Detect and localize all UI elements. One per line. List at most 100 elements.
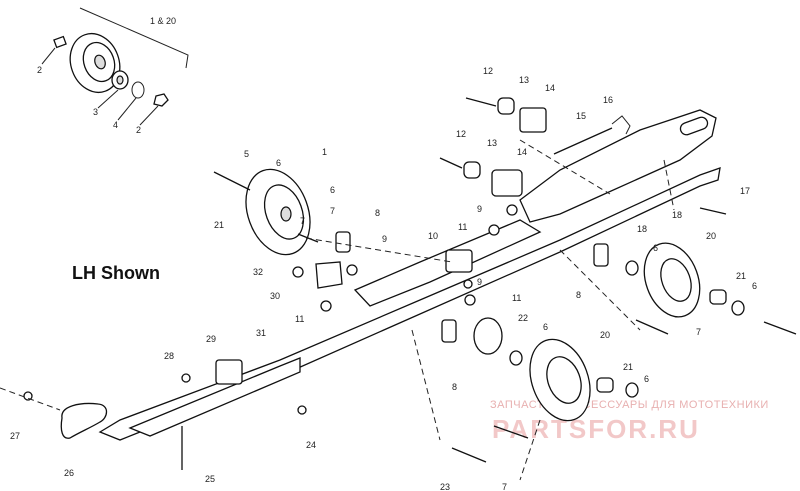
callout-9: 9 [382, 234, 387, 244]
nut-part [153, 93, 169, 107]
leader [41, 47, 56, 65]
callout-9: 9 [477, 277, 482, 287]
bolt-15 [553, 127, 613, 155]
callout-10: 10 [428, 231, 438, 241]
callout-7: 7 [330, 206, 335, 216]
callout-9: 9 [477, 204, 482, 214]
callout-21: 21 [736, 271, 746, 281]
callout-labels: 2 3 4 2 5 6 1 6 7 21 8 9 10 11 9 32 30 1… [10, 65, 757, 491]
nut-32 [292, 266, 304, 278]
nut-11-rear [464, 294, 476, 306]
callout-22: 22 [518, 313, 528, 323]
callout-21: 21 [214, 220, 224, 230]
block-14-lower [491, 169, 523, 197]
clip-28 [181, 373, 191, 383]
rail-front-section [128, 357, 301, 437]
callout-23: 23 [440, 482, 450, 491]
washer-6-mid [625, 260, 639, 276]
spacer-21-lower [596, 377, 614, 393]
callout-2: 2 [136, 125, 141, 135]
bolt-12-lower [439, 157, 463, 169]
view-title: LH Shown [72, 263, 160, 283]
nut-9-mid [463, 279, 473, 289]
nut-11-mid [488, 224, 500, 236]
slide-rail [60, 109, 721, 441]
callout-6: 6 [543, 322, 548, 332]
alignment-lines [0, 139, 675, 481]
bolt-7b [763, 321, 797, 335]
rear-wheel-upper-hub [660, 258, 692, 302]
callout-25: 25 [205, 474, 215, 484]
bolt-12-upper [465, 97, 497, 107]
wheel-assemblies [213, 168, 797, 439]
rear-wheel-lower-hub [546, 356, 582, 404]
callout-6: 6 [752, 281, 757, 291]
callout-18: 18 [672, 210, 682, 220]
nut-11-front [320, 300, 332, 312]
rear-bracket-slot [679, 116, 709, 136]
block-14-upper [519, 107, 547, 133]
callout-12: 12 [456, 129, 466, 139]
leader [139, 105, 159, 126]
callout-14: 14 [517, 147, 527, 157]
callout-32: 32 [253, 267, 263, 277]
watermark-brand: PARTSFOR.RU [492, 414, 700, 444]
callout-8: 8 [452, 382, 457, 392]
clip-16 [611, 115, 631, 135]
callout-30: 30 [270, 291, 280, 301]
bushing-13-upper [497, 97, 515, 115]
idler-wheel-1-bore [280, 206, 292, 222]
callout-6: 6 [653, 243, 658, 253]
callout-15: 15 [576, 111, 586, 121]
callout-13: 13 [519, 75, 529, 85]
callout-12: 12 [483, 66, 493, 76]
callout-7: 7 [502, 482, 507, 491]
callout-6: 6 [330, 185, 335, 195]
wheel-detail-group: 1 & 20 [41, 7, 189, 126]
callout-29: 29 [206, 334, 216, 344]
callout-3: 3 [93, 107, 98, 117]
group-bracket [79, 7, 189, 69]
callout-21: 21 [623, 362, 633, 372]
group-label: 1 & 20 [150, 16, 176, 26]
callout-11: 11 [458, 222, 467, 232]
callout-1: 1 [322, 147, 327, 157]
axle-8-upper [593, 243, 609, 267]
callout-8: 8 [375, 208, 380, 218]
callout-26: 26 [64, 468, 74, 478]
axle-8-front [335, 231, 351, 253]
callout-5: 5 [244, 149, 249, 159]
callout-24: 24 [306, 440, 316, 450]
snap-ring-part [131, 81, 145, 99]
bolt-23 [451, 447, 487, 463]
block-10 [445, 249, 473, 273]
leader [97, 89, 119, 109]
callout-16: 16 [603, 95, 613, 105]
pin-24 [297, 405, 307, 415]
callout-8: 8 [576, 290, 581, 300]
callout-17: 17 [740, 186, 750, 196]
callout-14: 14 [545, 83, 555, 93]
bolt-7a [635, 319, 669, 335]
rail-tip-part [60, 402, 108, 439]
callout-20: 20 [600, 330, 610, 340]
washer-6-front [509, 350, 523, 366]
callout-2: 2 [37, 65, 42, 75]
callout-18: 18 [637, 224, 647, 234]
callout-6: 6 [644, 374, 649, 384]
nut-9-front [346, 264, 358, 276]
callout-7: 7 [696, 327, 701, 337]
watermark-subtitle: ЗАПЧАСТИ И АКСЕССУАРЫ ДЛЯ МОТОТЕХНИКИ [490, 399, 769, 411]
bearing-bore-part [116, 75, 124, 85]
washer-6-upper [731, 300, 745, 316]
callout-31: 31 [256, 328, 266, 338]
leader [117, 97, 137, 121]
washer-6-lower [625, 382, 639, 398]
callout-13: 13 [487, 138, 497, 148]
callout-11: 11 [512, 293, 521, 303]
spacer-21-upper [709, 289, 727, 305]
callout-20: 20 [706, 231, 716, 241]
small-hardware [23, 115, 727, 470]
bolt-17 [699, 207, 727, 215]
